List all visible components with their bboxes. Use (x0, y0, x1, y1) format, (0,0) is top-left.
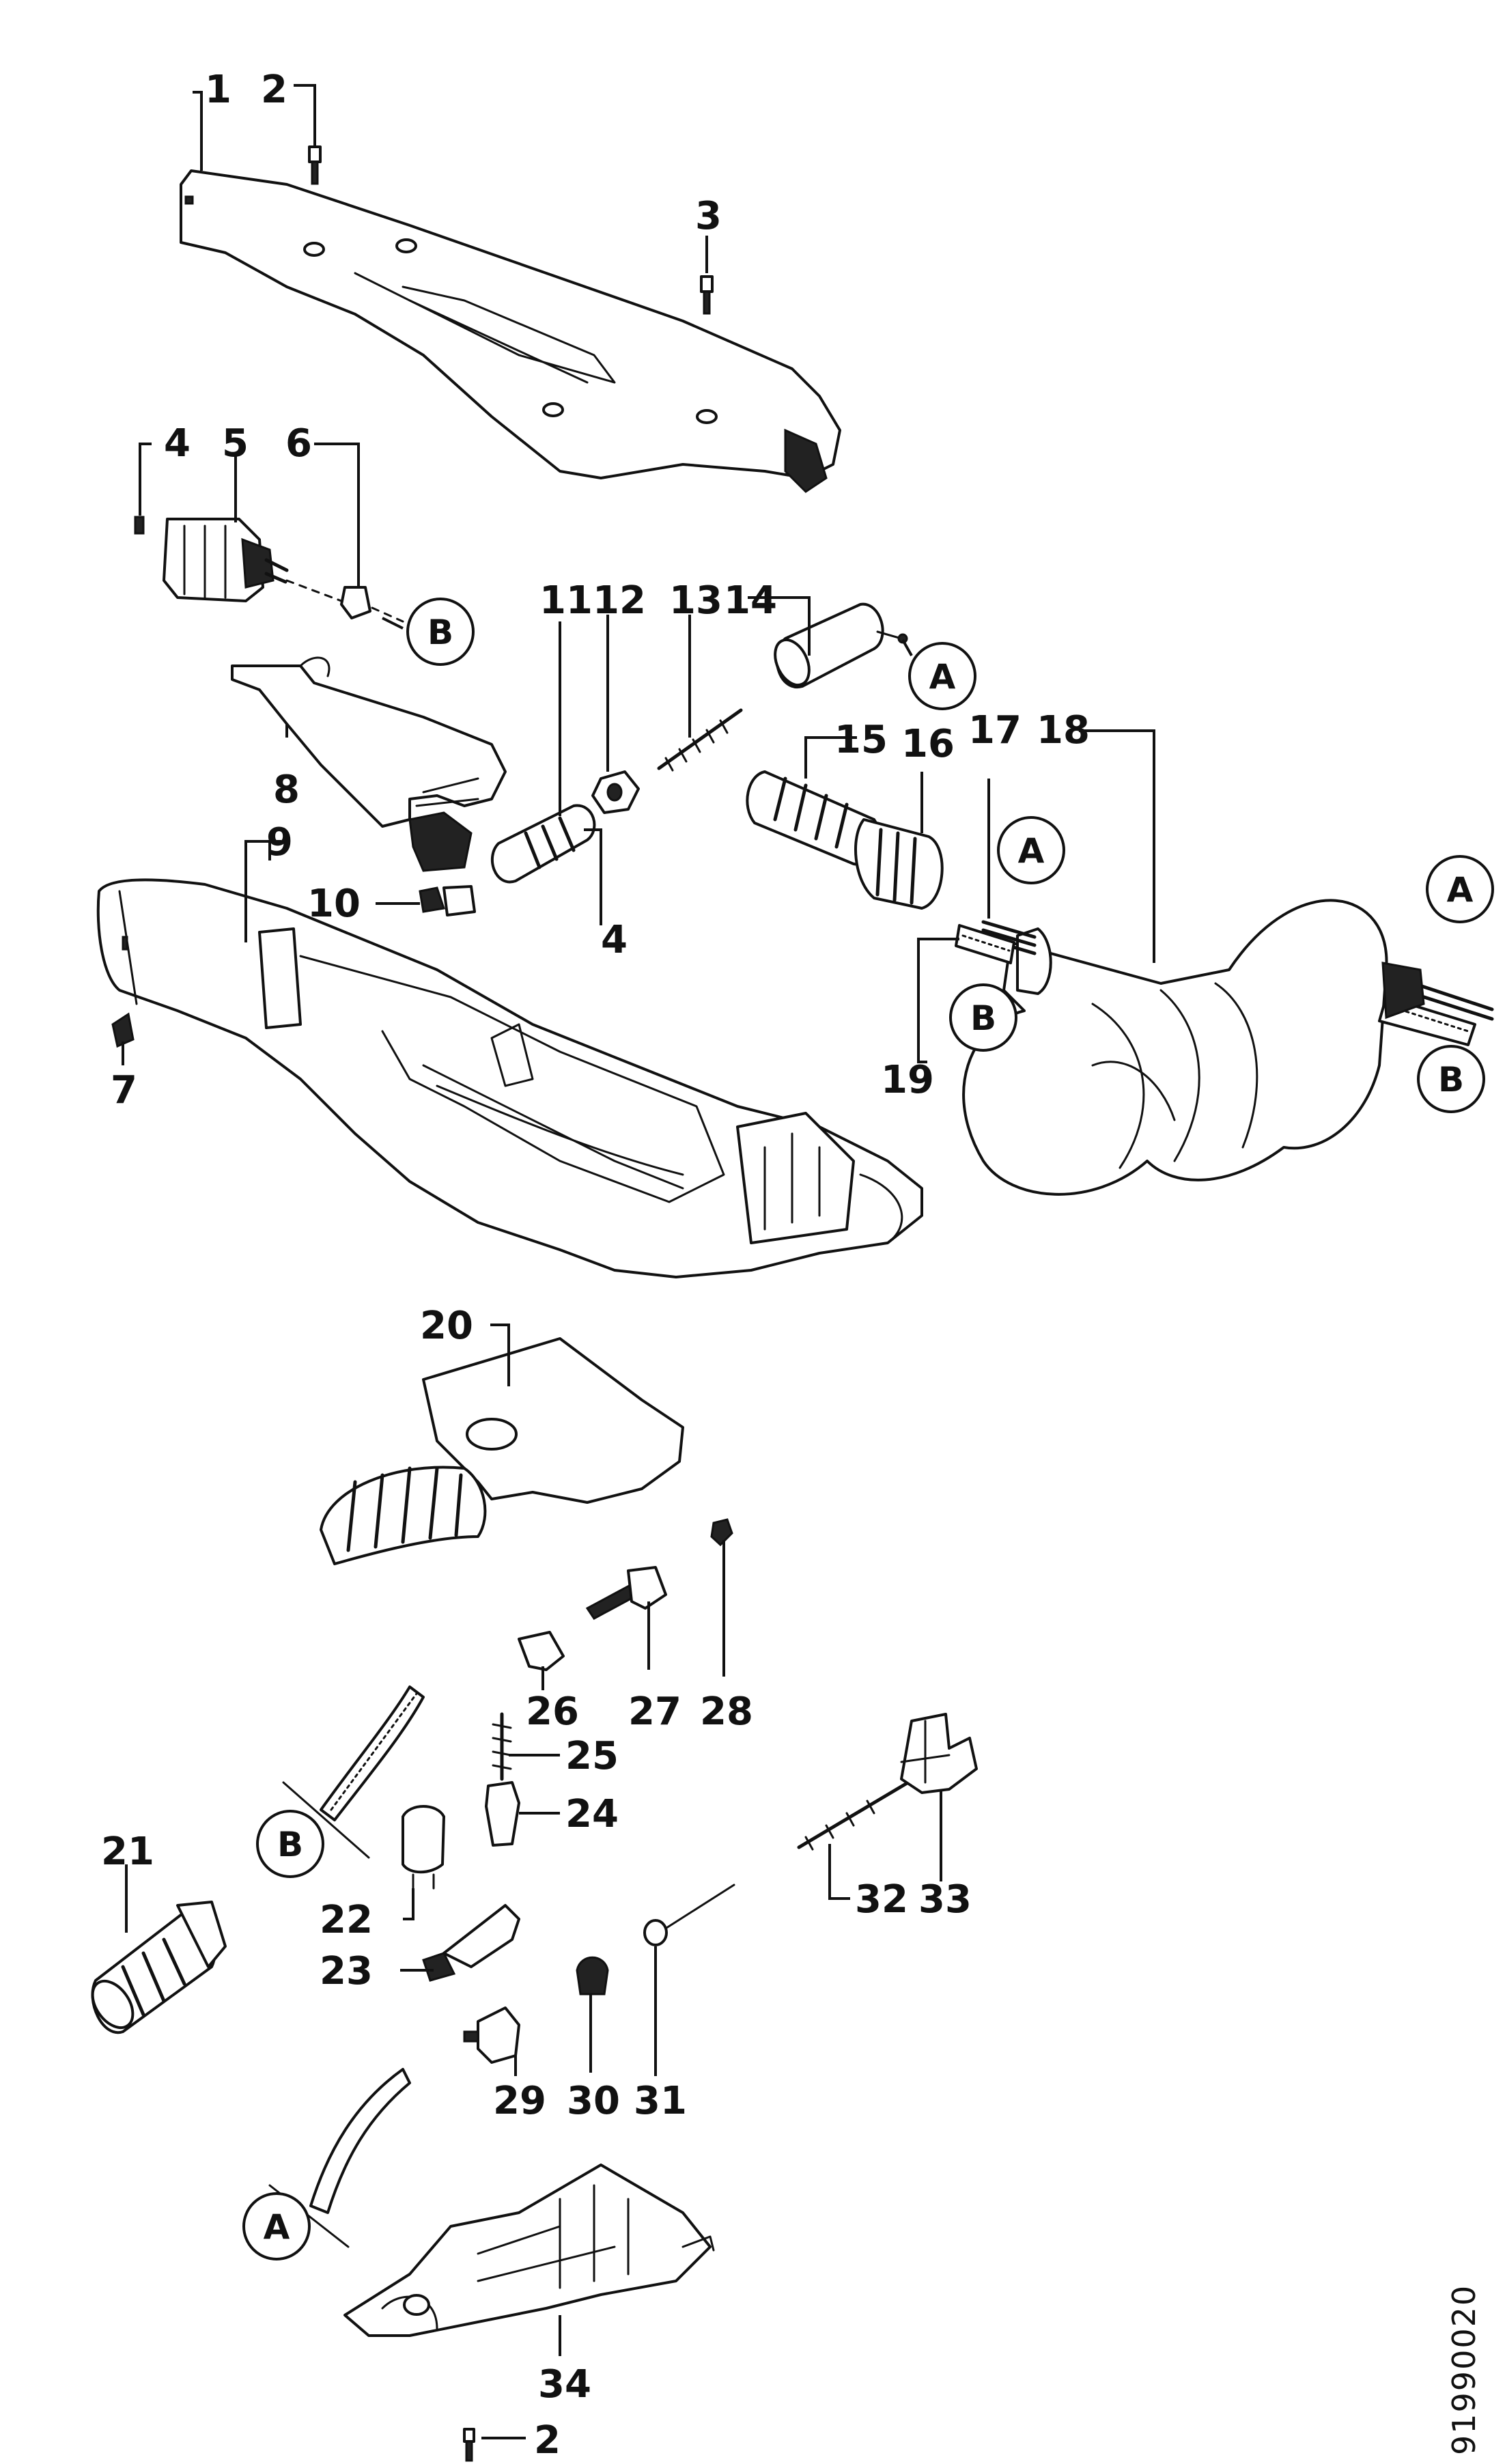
part-27-bolt (585, 1566, 667, 1620)
callout-31: 31 (634, 2079, 687, 2123)
part-16-collar (854, 818, 944, 910)
callout-7: 7 (111, 1068, 137, 1112)
svg-text:B: B (277, 1825, 303, 1864)
ref-b-switch: B (406, 598, 475, 666)
part-6-connector (285, 579, 404, 623)
part-24-plunger (485, 1781, 520, 1847)
ref-a-lower: A (242, 2192, 311, 2260)
callout-23: 23 (320, 1949, 373, 1993)
part-34-base-housing (343, 2164, 715, 2337)
callout-5: 5 (222, 421, 249, 466)
part-22-capacitor-small (402, 1805, 445, 1890)
callout-34: 34 (538, 2362, 591, 2407)
part-1-upper-housing (180, 169, 841, 493)
callout-30: 30 (567, 2079, 620, 2123)
callout-2: 2 (261, 68, 287, 112)
part-26-clip (518, 1631, 565, 1671)
svg-text:B: B (427, 613, 453, 652)
callout-21: 21 (101, 1830, 154, 1874)
callout-27: 27 (628, 1690, 681, 1734)
callout-6: 6 (285, 421, 312, 466)
callout-2-bottom: 2 (534, 2418, 561, 2463)
callout-18: 18 (1037, 708, 1090, 753)
part-2-screw-bottom (463, 2428, 475, 2462)
part-30-cap (576, 1956, 609, 1996)
ref-b-cable-end: B (1417, 1045, 1485, 1113)
ref-a-capacitor: A (908, 642, 976, 710)
callout-12: 12 (593, 578, 646, 623)
part-31-pin (643, 1884, 735, 1946)
part-25-spring-small (492, 1712, 512, 1781)
svg-text:B: B (970, 998, 996, 1038)
callout-24: 24 (565, 1792, 619, 1836)
callout-26: 26 (526, 1690, 579, 1734)
callout-10: 10 (307, 882, 361, 926)
callout-11: 11 (539, 578, 593, 623)
part-33-bracket (900, 1713, 978, 1794)
svg-text:A: A (929, 657, 956, 697)
svg-text:A: A (1447, 870, 1474, 910)
callout-9: 9 (266, 820, 293, 865)
part-13-spring (657, 708, 743, 772)
wire-b-lower (282, 1685, 425, 1859)
callout-33: 33 (918, 1877, 972, 1922)
callout-25: 25 (565, 1734, 619, 1778)
callout-29: 29 (493, 2079, 546, 2123)
part-18-power-cable-coil (962, 899, 1388, 1196)
callout-19: 19 (881, 1058, 934, 1102)
callout-1: 1 (205, 68, 231, 112)
part-12-nut (591, 770, 640, 814)
part-2-screw-top (308, 145, 322, 185)
ref-b-lower: B (256, 1810, 324, 1878)
svg-text:B: B (1438, 1060, 1464, 1100)
reference-markers: B A A B A B B A (242, 598, 1494, 2260)
callout-13: 13 (669, 578, 722, 623)
callout-4: 4 (601, 918, 628, 962)
part-3-screw (700, 275, 714, 315)
part-8-cable-guide (231, 656, 507, 872)
callout-15: 15 (834, 718, 888, 762)
part-5-switch (134, 516, 289, 602)
part-9-lower-housing (96, 878, 923, 1278)
part-10-terminal (419, 885, 476, 916)
ref-a-cable-end: A (1426, 855, 1494, 923)
callout-28: 28 (700, 1690, 753, 1734)
part-29-switch-small (463, 2006, 520, 2064)
ref-a-wire17: A (997, 816, 1065, 884)
part-28-nut-small (710, 1518, 733, 1547)
svg-text:A: A (1018, 831, 1045, 871)
leader-lines (122, 84, 1155, 2439)
part-7-clip (111, 1012, 135, 1048)
cable-end-wires (1378, 962, 1494, 1046)
document-number: 91990020 (1446, 2284, 1482, 2455)
callout-8: 8 (273, 768, 300, 812)
callout-17: 17 (968, 708, 1022, 753)
part-23-terminal-block (422, 1904, 520, 1982)
callout-14: 14 (724, 578, 777, 623)
ref-b-wire19: B (949, 983, 1017, 1052)
callout-20: 20 (420, 1304, 473, 1348)
part-32-rod (797, 1780, 910, 1851)
svg-text:A: A (264, 2207, 290, 2247)
callout-labels: 1 2 3 4 5 6 7 8 9 10 11 12 13 14 15 16 1… (101, 68, 1090, 2463)
callout-3: 3 (695, 194, 722, 238)
part-21-bushing (91, 1901, 227, 2034)
callout-16: 16 (901, 722, 955, 766)
callout-4-top: 4 (164, 421, 191, 466)
part-14-capacitor (774, 602, 908, 689)
callout-22: 22 (320, 1898, 373, 1942)
part-11-grip-sleeve (491, 804, 596, 884)
callout-32: 32 (855, 1877, 908, 1922)
part-20-cover (320, 1337, 684, 1565)
